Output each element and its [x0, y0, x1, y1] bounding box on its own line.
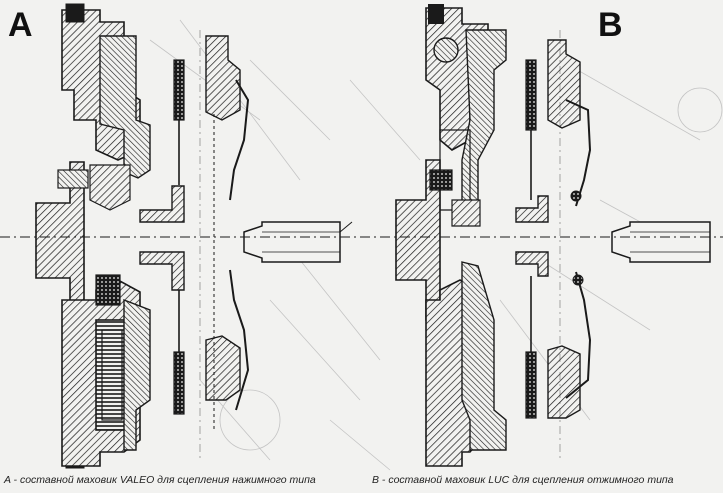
disc-hub-bottom-b: [515, 251, 549, 277]
friction-pad-bottom-a: [173, 351, 185, 415]
diaphragm-spring-bottom-a: [229, 269, 250, 411]
secondary-plate-bottom-b: [461, 261, 507, 451]
pressure-plate-bottom-b: [547, 345, 581, 419]
panel-b-drawing: [395, 4, 711, 467]
release-sleeve-b: [611, 221, 711, 263]
diaphragm-spring-top-b: [565, 99, 592, 207]
top-bolt-head-b: [433, 37, 459, 63]
diaphragm-spring-top-a: [229, 79, 250, 201]
diaphragm-spring-bottom-b: [565, 271, 592, 399]
panel-b-caption: B - составной маховик LUC для сцепления …: [372, 474, 674, 486]
bolt-top-a: [57, 169, 89, 189]
secondary-plate-top-a: [99, 35, 151, 179]
pressure-plate-top-b: [547, 39, 581, 129]
panel-b-letter: B: [598, 6, 623, 44]
bolt-bottom-a: [95, 274, 121, 306]
friction-pad-top-b: [525, 59, 537, 131]
bolt-top-b: [429, 169, 453, 191]
panel-a-caption: A - составной маховик VALEO для сцеплени…: [4, 474, 316, 486]
panel-a-letter: A: [8, 6, 33, 44]
ring-gear-top-b: [428, 4, 444, 24]
friction-pad-bottom-b: [525, 351, 537, 419]
disc-hub-top-b: [515, 195, 549, 223]
disc-hub-top-a: [139, 185, 185, 223]
secondary-plate-top-b: [461, 29, 507, 215]
pressure-plate-bottom-a: [205, 335, 241, 401]
panel-a-drawing: [35, 3, 353, 469]
friction-pad-top-a: [173, 59, 185, 121]
damper-spring-a: [95, 319, 129, 431]
ring-gear-top-a: [65, 3, 85, 23]
release-sleeve-a: [243, 221, 341, 263]
pressure-plate-top-a: [205, 35, 241, 121]
disc-hub-bottom-a: [139, 251, 185, 291]
